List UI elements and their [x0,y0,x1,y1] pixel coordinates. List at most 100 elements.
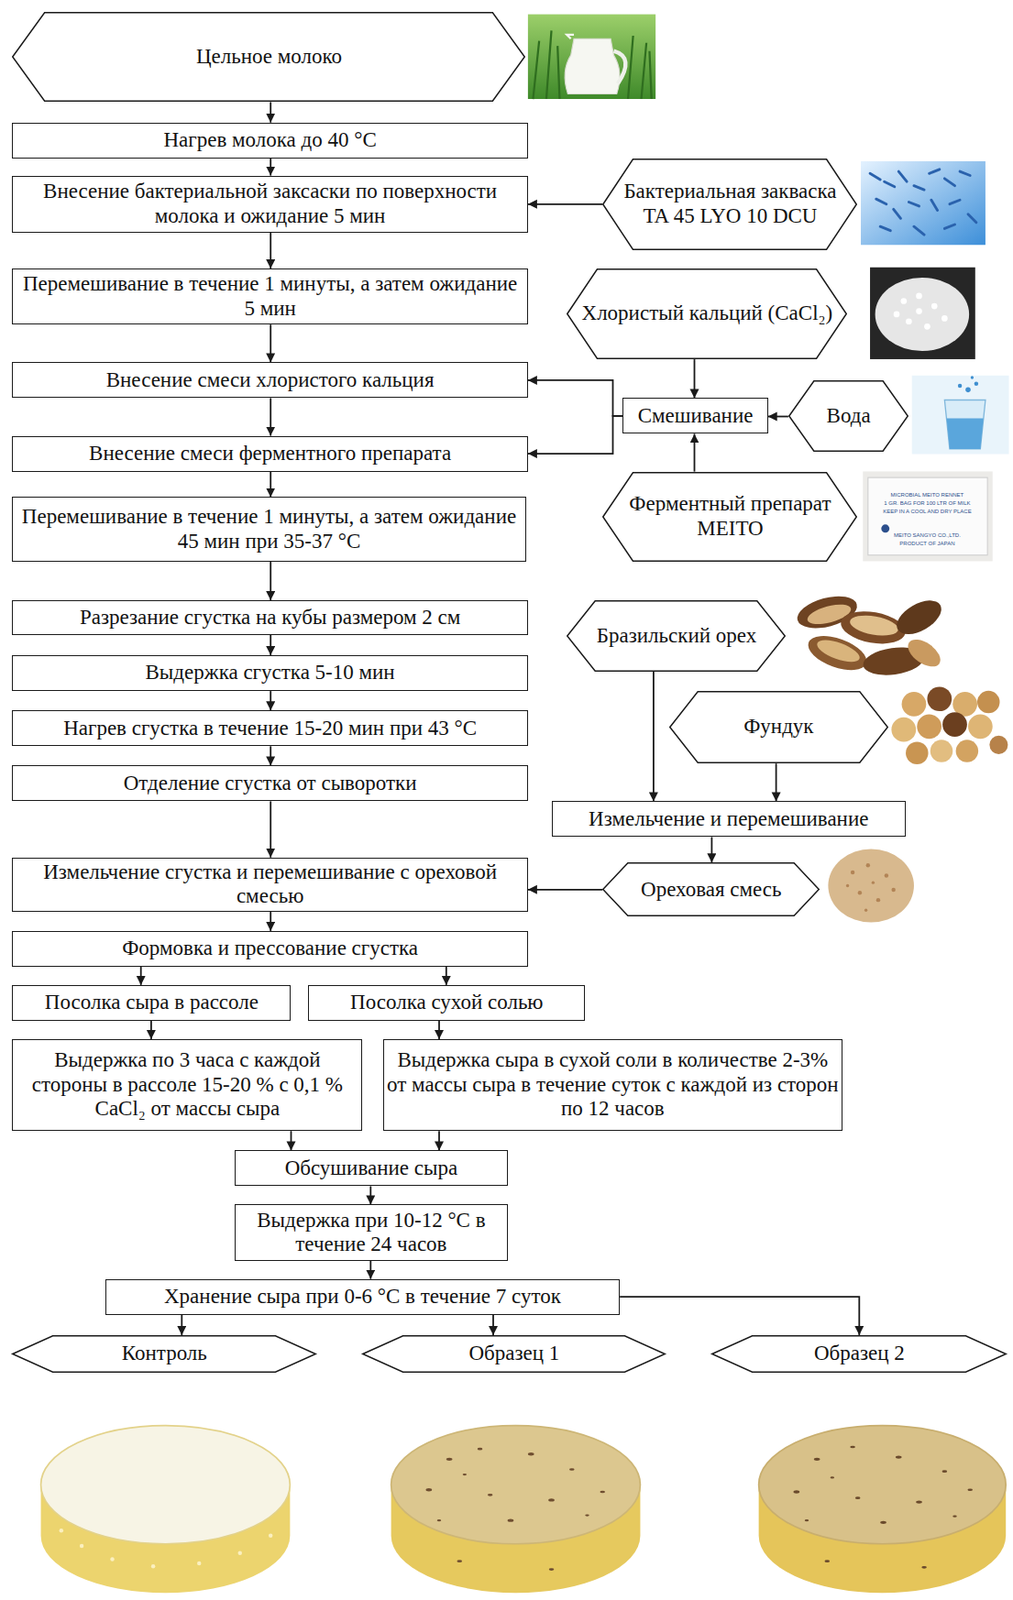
node-text: Выдержка сыра в сухой соли в количестве … [386,1048,839,1122]
process-box: Внесение смеси ферментного препарата [11,436,529,473]
process-box: Выдержка сыра в сухой соли в количестве … [383,1039,843,1132]
brazil-nut-photo [793,590,947,679]
nut-mix-photo [827,848,914,923]
node-text: Хранение сыра при 0-6 °C в течение 7 сут… [164,1285,562,1310]
flow-arrow [269,472,272,498]
flow-arrow [528,416,624,454]
process-box: Выдержка при 10-12 °C в течение 24 часов [234,1204,507,1261]
process-box: Формовка и прессование сгустка [11,931,529,968]
process-box: Смешивание [622,397,768,434]
input-hexagon: Фундук [669,691,889,764]
flow-arrow [269,635,272,656]
cheese-sample-1 [391,1426,641,1595]
input-hexagon: Бразильский орех [566,600,786,672]
process-box: Внесение смеси хлористого кальция [11,362,529,398]
input-hexagon: Образец 1 [362,1335,666,1374]
flow-arrow [269,912,272,932]
input-hexagon: Бактериальная закваска TA 45 LYO 10 DCU [602,158,858,251]
flow-arrow [269,801,272,858]
process-box: Посолка сыра в рассоле [11,985,291,1022]
node-text: Цельное молоко [196,44,342,69]
input-hexagon: Образец 2 [711,1335,1007,1374]
process-box: Внесение бактериальной заксаски по повер… [11,176,529,233]
flow-arrow [369,1186,372,1205]
flow-arrow [492,1315,495,1336]
process-box: Нагрев молока до 40 °C [11,122,529,159]
process-box: Измельчение и перемешивание [551,801,907,837]
flow-arrow [528,380,624,417]
node-text: Обсушивание сыра [285,1156,458,1181]
process-box: Отделение сгустка от сыворотки [11,765,529,802]
flow-arrow [693,359,696,398]
node-text: Бактериальная закваска TA 45 LYO 10 DCU [616,179,845,229]
input-hexagon: Ферментный препарат MEITO [602,472,858,562]
node-text: Вода [826,404,871,429]
node-text: Перемешивание в течение 1 минуты, а зате… [15,505,522,554]
flow-arrow [775,763,778,802]
input-hexagon: Ореховая смесь [602,862,820,917]
node-text: Контроль [121,1342,208,1366]
input-hexagon: Цельное молоко [11,11,526,102]
milk-photo [528,14,656,100]
process-box: Перемешивание в течение 1 минуты, а зате… [11,268,529,325]
node-text: Перемешивание в течение 1 минуты, а зате… [15,272,525,321]
flow-arrow [711,836,714,863]
hazelnut-photo [891,686,1008,765]
process-box: Обсушивание сыра [234,1150,507,1187]
flow-arrow [269,691,272,711]
node-text: Посолка сухой солью [350,990,544,1015]
process-box: Посолка сухой солью [308,985,585,1022]
packet-text: MICROBIAL MEITO RENNET [858,492,996,498]
flow-arrow [652,671,655,803]
process-box: Выдержка сгустка 5-10 мин [11,655,529,692]
flow-arrow [269,746,272,766]
node-text: Образец 2 [814,1342,905,1366]
packet-text: 1 GR. BAG FOR 100 LTR OF MILK [858,500,996,507]
cheese-control [41,1426,291,1595]
input-hexagon: Вода [788,380,909,452]
node-text: Измельчение и перемешивание [588,807,869,832]
flow-arrow [140,967,143,986]
flow-arrow [438,1131,441,1151]
flow-arrow [269,561,272,601]
flow-arrow [528,889,603,892]
flow-arrow [180,1315,183,1336]
flow-arrow [269,158,272,177]
flow-arrow [150,1021,153,1040]
flow-arrow [269,101,272,122]
flow-arrow [269,324,272,363]
node-text: Нагрев сгустка в течение 15-20 мин при 4… [63,716,477,741]
node-text: Нагрев молока до 40 °C [163,128,376,153]
node-text: Отделение сгустка от сыворотки [123,771,418,796]
input-hexagon: Хлористый кальций (CaCl₂) [566,268,848,360]
cheese-sample-2 [759,1426,1007,1595]
node-text: Ферментный препарат MEITO [616,492,845,541]
node-text: Внесение смеси хлористого кальция [106,368,435,393]
node-text: Хлористый кальций (CaCl₂) [582,301,834,326]
process-box: Перемешивание в течение 1 минуты, а зате… [11,496,526,562]
node-text: Внесение смеси ферментного препарата [88,441,452,466]
flow-arrow [369,1261,372,1280]
flow-arrow [445,967,448,986]
bacteria-photo [860,161,986,245]
water-photo [912,375,1010,455]
node-text: Бразильский орех [596,624,757,649]
packet-text: PRODUCT OF JAPAN [858,540,996,547]
node-text: Измельчение сгустка и перемешивание с ор… [15,860,525,910]
process-box: Разрезание сгустка на кубы размером 2 см [11,600,529,636]
node-text: Выдержка по 3 часа с каждой стороны в ра… [15,1048,359,1122]
node-text: Ореховая смесь [640,878,782,903]
process-box: Выдержка по 3 часа с каждой стороны в ра… [11,1039,363,1132]
flow-arrow [438,1021,441,1040]
node-text: Внесение бактериальной заксаски по повер… [15,179,525,229]
input-hexagon: Контроль [11,1335,317,1374]
flow-arrow [269,232,272,269]
flow-arrow [619,1297,859,1336]
powder-photo [869,267,976,360]
flow-arrow [269,397,272,436]
node-text: Разрезание сгустка на кубы размером 2 см [79,605,461,630]
node-text: Выдержка при 10-12 °C в течение 24 часов [238,1209,504,1258]
flow-arrow [768,416,789,419]
node-text: Образец 1 [468,1342,560,1366]
